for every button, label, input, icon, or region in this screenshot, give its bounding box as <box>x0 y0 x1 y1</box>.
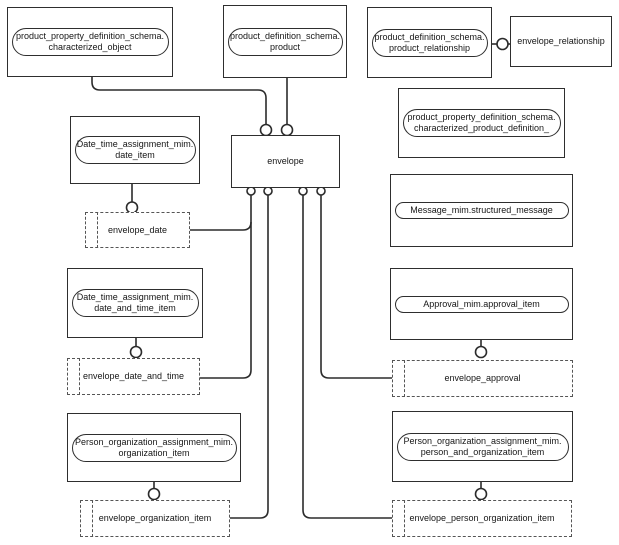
entity-label: Person_organization_assignment_mim. <box>403 435 562 446</box>
entity-envelope: envelope <box>231 135 340 188</box>
entity-date-item: Date_time_assignment_mim. date_item <box>70 116 200 184</box>
entity-label: Approval_mim.approval_item <box>423 298 540 309</box>
entity-label: product_definition_schema. <box>229 30 341 41</box>
entity-pill: Date_time_assignment_mim. date_item <box>74 136 196 164</box>
entity-label: organization_item <box>118 447 190 458</box>
rel-envelope-date-merge <box>190 221 252 231</box>
entity-label: envelope_relationship <box>517 36 605 46</box>
page-ref-divider <box>92 500 93 537</box>
entity-person-and-organization-item: Person_organization_assignment_mim. pers… <box>392 411 573 482</box>
entity-label: date_item <box>115 150 155 160</box>
entity-structured-message: Message_mim.structured_message <box>390 174 573 247</box>
entity-label: Person_organization_assignment_mim. <box>74 436 234 447</box>
connection-circle <box>246 186 256 196</box>
connection-circle <box>129 345 143 359</box>
entity-product-relationship: product_definition_schema. product_relat… <box>367 7 492 78</box>
ref-envelope-approval: envelope_approval <box>392 360 573 397</box>
entity-characterized-object: product_property_definition_schema. char… <box>7 7 173 77</box>
entity-characterized-product-definition: product_property_definition_schema. char… <box>398 88 565 158</box>
ref-label: envelope_person_organization_item <box>409 513 555 523</box>
ref-envelope-date: envelope_date <box>85 212 190 248</box>
entity-pill: Date_time_assignment_mim. date_and_time_… <box>71 289 199 317</box>
entity-label: product_property_definition_schema. <box>407 112 556 122</box>
entity-label: date_and_time_item <box>94 303 176 313</box>
ref-label: envelope_approval <box>444 373 521 383</box>
entity-pill: product_property_definition_schema. char… <box>402 109 561 137</box>
entity-label: product_definition_schema. <box>374 31 485 42</box>
ref-label: envelope_date_and_time <box>82 371 185 381</box>
entity-label: characterized_object <box>48 42 132 52</box>
rel-envelope-to-envelope-approval <box>320 195 392 379</box>
entity-label: person_and_organization_item <box>420 446 545 457</box>
entity-label: product <box>269 41 301 52</box>
entity-label: product_property_definition_schema. <box>15 31 165 41</box>
connection-circle <box>298 186 308 196</box>
entity-pill: Message_mim.structured_message <box>394 202 569 219</box>
entity-approval-item: Approval_mim.approval_item <box>390 268 573 340</box>
entity-pill: Person_organization_assignment_mim. orga… <box>71 433 237 462</box>
connection-circle <box>280 123 294 137</box>
page-ref-divider <box>97 212 98 248</box>
entity-label: characterized_product_definition_ <box>413 123 550 133</box>
connection-circle <box>474 487 488 501</box>
connection-circle <box>316 186 326 196</box>
entity-label: product_relationship <box>388 42 471 53</box>
page-ref-divider <box>404 500 405 537</box>
rel-characterized-object-to-envelope <box>91 77 267 124</box>
connection-circle <box>263 186 273 196</box>
connection-circle <box>259 123 273 137</box>
entity-envelope-relationship: envelope_relationship <box>510 16 612 67</box>
page-ref-divider <box>79 358 80 395</box>
entity-label: Date_time_assignment_mim. <box>76 139 194 149</box>
rel-envelope-to-envelope-person-organization-item <box>302 195 392 519</box>
connection-circle <box>474 345 488 359</box>
entity-label: envelope <box>267 156 304 166</box>
rel-envelope-to-envelope-organization-item <box>230 195 269 519</box>
connection-circle <box>147 487 161 501</box>
entity-pill: Approval_mim.approval_item <box>394 295 569 313</box>
entity-pill: product_property_definition_schema. char… <box>11 28 169 56</box>
entity-pill: product_definition_schema. product <box>227 27 343 56</box>
entity-pill: product_definition_schema. product_relat… <box>371 28 488 57</box>
connection-circle <box>496 37 509 51</box>
ref-envelope-person-organization-item: envelope_person_organization_item <box>392 500 572 537</box>
entity-pill: Person_organization_assignment_mim. pers… <box>396 432 569 461</box>
ref-envelope-organization-item: envelope_organization_item <box>80 500 230 537</box>
page-ref-divider <box>404 360 405 397</box>
entity-product: product_definition_schema. product <box>223 5 347 78</box>
rel-envelope-to-envelope-date-and-time <box>200 195 252 379</box>
entity-date-and-time-item: Date_time_assignment_mim. date_and_time_… <box>67 268 203 338</box>
ref-envelope-date-and-time: envelope_date_and_time <box>67 358 200 395</box>
ref-label: envelope_organization_item <box>98 513 212 523</box>
entity-label: Date_time_assignment_mim. <box>76 292 194 302</box>
entity-organization-item: Person_organization_assignment_mim. orga… <box>67 413 241 482</box>
ref-label: envelope_date <box>107 224 168 235</box>
entity-label: Message_mim.structured_message <box>410 205 553 215</box>
